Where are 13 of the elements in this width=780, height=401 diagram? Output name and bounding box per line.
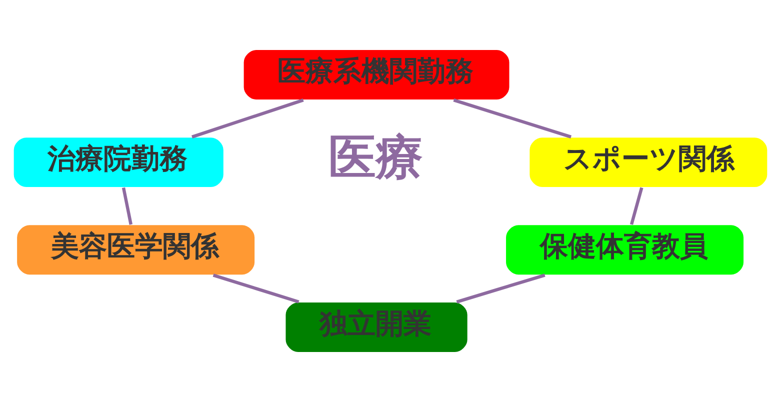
label: 医療	[328, 130, 422, 185]
connector	[212, 273, 299, 303]
node-box: 美容医学関係	[15, 224, 256, 276]
node-box: 治療院勤務	[12, 136, 224, 188]
node-box: 保健体育教員	[504, 224, 744, 276]
node-box: スポーツ関係	[528, 136, 768, 188]
connector	[629, 186, 643, 224]
node-box: 医療系機関勤務	[242, 48, 510, 100]
connector	[191, 98, 304, 138]
connector	[456, 273, 545, 303]
connector	[452, 98, 572, 138]
connector	[121, 186, 132, 224]
node-box: 独立開業	[284, 300, 468, 353]
